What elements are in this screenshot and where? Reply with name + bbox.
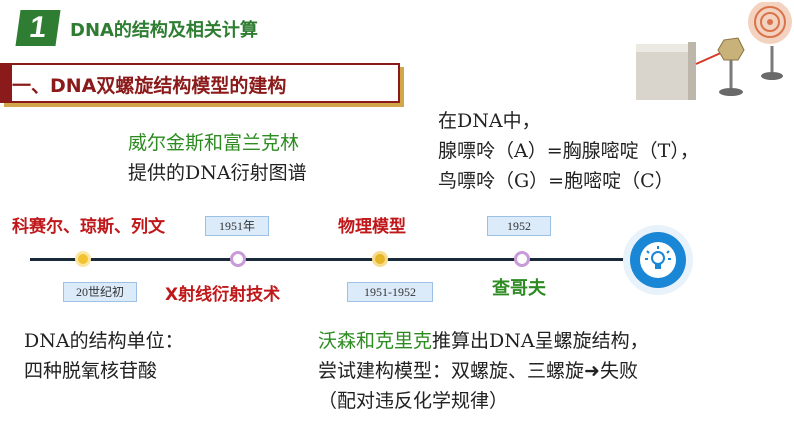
year-box-1951: 1951年 xyxy=(205,216,269,236)
lightbulb-ring xyxy=(630,232,686,288)
pairing-line-2: 腺嘌呤（A）=胸腺嘧啶（T）， xyxy=(438,140,699,162)
diffraction-pattern-text: 提供的DNA衍射图谱 xyxy=(128,162,307,184)
wilkins-franklin-names: 威尔金斯和富兰克林 xyxy=(128,132,300,154)
model-attempts-text: 尝试建构模型：双螺旋、三螺旋 xyxy=(318,360,585,382)
chargaff-label: 查哥夫 xyxy=(492,278,546,299)
watson-crick-note: 沃森和克里克推算出DNA呈螺旋结构， 尝试建构模型：双螺旋、三螺旋➜失败 （配对… xyxy=(318,326,649,416)
watson-crick-line-2: 尝试建构模型：双螺旋、三螺旋➜失败 xyxy=(318,356,649,386)
structural-unit-line-2: 四种脱氧核苷酸 xyxy=(24,360,158,382)
watson-crick-line-3: （配对违反化学规律） xyxy=(318,390,509,412)
topic-banner: 一、DNA双螺旋结构模型的建构 xyxy=(0,63,400,103)
failure-text: 失败 xyxy=(599,360,638,382)
watson-crick-line-1: 沃森和克里克推算出DNA呈螺旋结构， xyxy=(318,326,649,356)
structural-unit-line-1: DNA的结构单位： xyxy=(24,330,184,352)
timeline-dot-4 xyxy=(514,251,530,267)
lightbulb-glyph xyxy=(645,246,671,269)
banner-title: 一、DNA双螺旋结构模型的建构 xyxy=(12,75,287,97)
year-box-1952: 1952 xyxy=(487,216,551,236)
timeline-dot-3 xyxy=(372,251,388,267)
lightbulb-center xyxy=(640,242,676,278)
timeline-dot-2 xyxy=(230,251,246,267)
section-title: DNA的结构及相关计算 xyxy=(70,20,258,41)
kossel-jones-levene-label: 科赛尔、琼斯、列文 xyxy=(12,217,165,237)
xray-diffraction-label: X射线衍射技术 xyxy=(165,285,281,305)
right-arrow-icon: ➜ xyxy=(584,360,600,382)
wilkins-franklin-note: 威尔金斯和富兰克林 提供的DNA衍射图谱 xyxy=(128,128,307,188)
pairing-line-3: 鸟嘌呤（G）=胞嘧啶（C） xyxy=(438,170,674,192)
structural-unit-note: DNA的结构单位： 四种脱氧核苷酸 xyxy=(24,326,184,386)
xray-apparatus-photo xyxy=(620,2,794,104)
base-pairing-note: 在DNA中， 腺嘌呤（A）=胸腺嘧啶（T）， 鸟嘌呤（G）=胞嘧啶（C） xyxy=(438,106,699,196)
watson-crick-names: 沃森和克里克 xyxy=(318,330,433,352)
year-box-early-20th-century: 20世纪初 xyxy=(63,282,137,302)
lightbulb-icon xyxy=(623,225,693,295)
watson-crick-line-1-rest: 推算出DNA呈螺旋结构， xyxy=(432,330,649,352)
pairing-line-1: 在DNA中， xyxy=(438,110,541,132)
banner-accent xyxy=(2,65,12,101)
section-number-badge: 1 xyxy=(15,10,61,46)
year-box-1951-1952: 1951-1952 xyxy=(347,282,433,302)
timeline-axis xyxy=(30,258,630,261)
timeline-dot-1 xyxy=(75,251,91,267)
physical-model-label: 物理模型 xyxy=(338,217,406,237)
